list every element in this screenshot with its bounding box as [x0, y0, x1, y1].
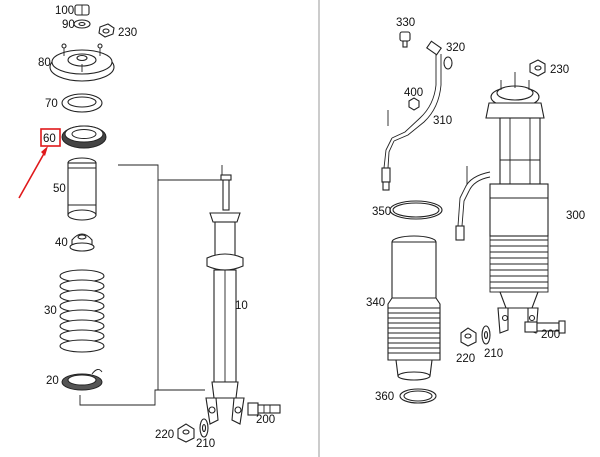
part-330-screw [399, 31, 411, 48]
label-360: 360 [375, 391, 394, 403]
part-350-clamp [389, 200, 443, 220]
label-20: 20 [46, 375, 59, 387]
label-310: 310 [433, 115, 452, 127]
label-220: 220 [155, 429, 174, 441]
label-90: 90 [62, 19, 75, 31]
label-300: 300 [566, 210, 585, 222]
bellows-ribs [388, 307, 440, 354]
label-350: 350 [372, 206, 391, 218]
part-200-bolt-right [524, 320, 566, 334]
part-210-washer [199, 418, 209, 438]
label-220-right: 220 [456, 353, 475, 365]
label-70: 70 [45, 98, 58, 110]
left-panel: 100 90 230 80 70 60 50 40 30 20 10 220 2… [18, 4, 281, 450]
part-90-washer [73, 19, 91, 29]
part-220-nut-right [460, 327, 477, 347]
label-210: 210 [196, 438, 215, 450]
part-50-sleeve [67, 157, 97, 221]
part-80-top-mount [49, 43, 115, 82]
label-10: 10 [235, 300, 248, 312]
label-330: 330 [396, 17, 415, 29]
part-220-nut [177, 423, 195, 443]
label-30: 30 [44, 305, 57, 317]
label-50: 50 [53, 183, 66, 195]
part-210-washer-right [481, 325, 491, 345]
right-panel: 330 320 230 400 310 350 300 340 200 220 … [366, 17, 585, 404]
part-320-oring [443, 56, 453, 70]
label-80: 80 [38, 57, 51, 69]
part-20-spring-seat [61, 369, 103, 391]
part-40-bump-stop [69, 233, 95, 252]
part-230-nut-right [529, 59, 546, 77]
label-100: 100 [55, 5, 74, 17]
label-340: 340 [366, 297, 385, 309]
part-230-nut [98, 23, 115, 38]
strut-ribs [490, 239, 548, 289]
part-400-fitting [408, 97, 420, 111]
part-60-support-ring [61, 125, 107, 149]
bracket-bottom [79, 389, 205, 406]
label-200: 200 [256, 414, 275, 426]
highlight-arrow [18, 149, 47, 199]
label-230: 230 [118, 27, 137, 39]
label-230-right: 230 [550, 64, 569, 76]
label-320: 320 [446, 42, 465, 54]
part-70-bearing [61, 93, 103, 113]
label-60: 60 [43, 133, 56, 145]
label-210-right: 210 [484, 348, 503, 360]
part-30-coil-spring [59, 269, 105, 353]
label-200-right: 200 [541, 329, 560, 341]
label-400: 400 [404, 87, 423, 99]
part-360-ring [399, 388, 437, 404]
part-310-air-line [381, 40, 442, 191]
highlight-box [40, 128, 61, 147]
label-40: 40 [55, 237, 68, 249]
arrow-head [41, 146, 48, 156]
part-10-strut [205, 174, 245, 425]
part-200-bolt [247, 402, 281, 416]
part-340-bellows [387, 235, 441, 381]
part-100-nut [74, 4, 90, 16]
part-300-air-strut [455, 72, 549, 334]
